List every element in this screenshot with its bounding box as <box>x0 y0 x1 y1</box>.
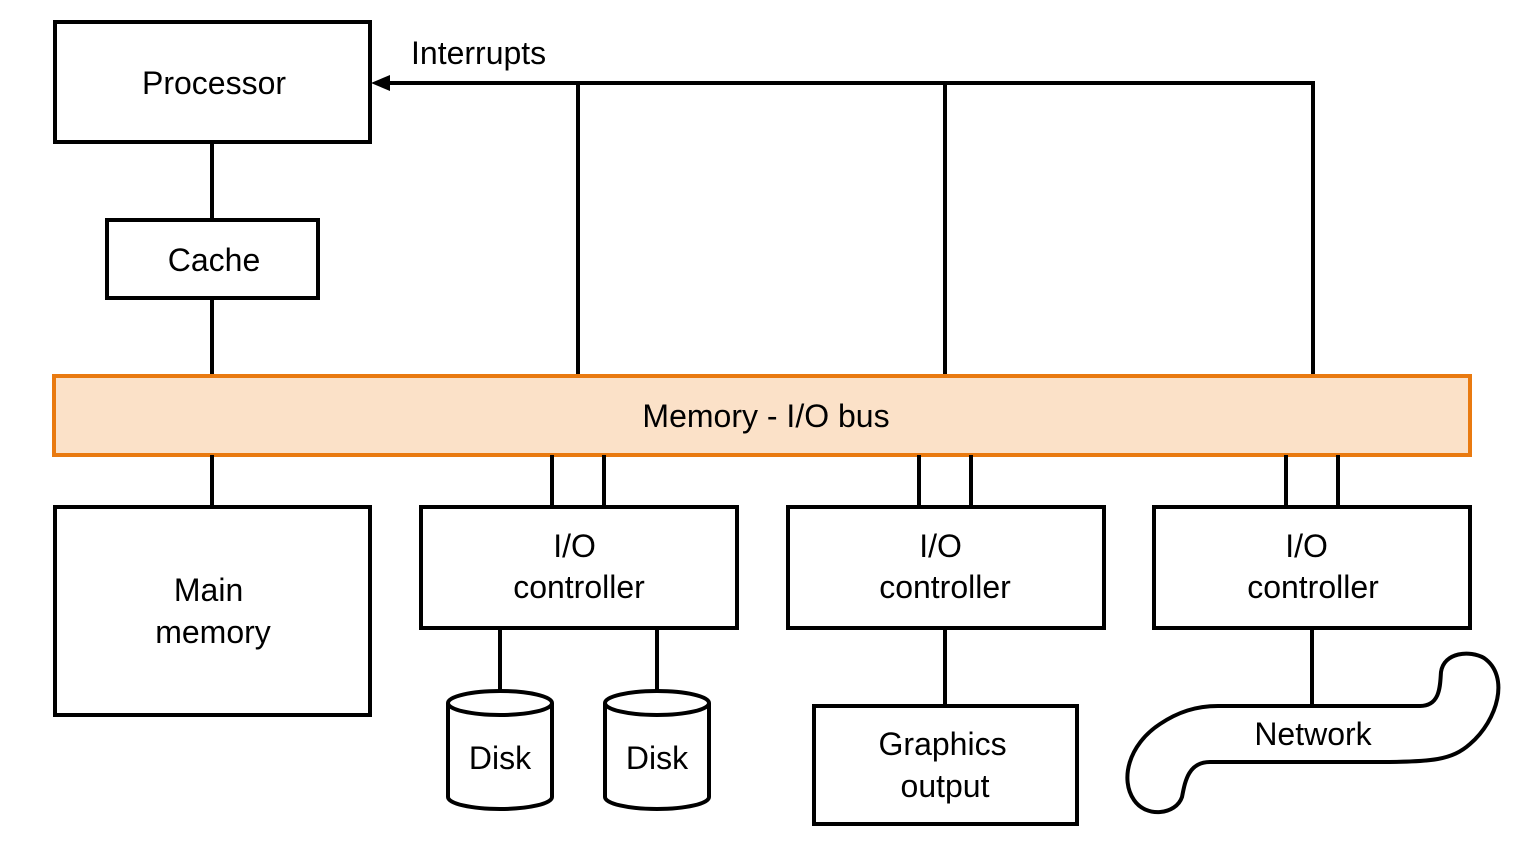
graphics-output-line-1: Graphics <box>879 726 1007 762</box>
disk-1-cylinder-icon <box>446 689 554 811</box>
io-controller-1 <box>419 505 739 630</box>
cache-label: Cache <box>168 242 261 278</box>
cache-box <box>105 218 320 300</box>
io-controller-3-line-2: controller <box>1247 569 1379 605</box>
io-controller-3-label: I/O controller <box>1247 528 1379 605</box>
io-controller-2-line-2: controller <box>879 569 1011 605</box>
interrupts-label: Interrupts <box>411 35 546 71</box>
io-controller-3-line-1: I/O <box>1285 528 1328 564</box>
main-memory-label: Main memory <box>155 572 271 650</box>
graphics-output-line-2: output <box>901 768 990 804</box>
main-memory-box <box>53 505 372 717</box>
network-label: Network <box>1254 716 1372 752</box>
interrupt-lines <box>371 75 1315 376</box>
main-memory-line-1: Main <box>174 572 243 608</box>
io-controller-1-line-1: I/O <box>553 528 596 564</box>
bus-label: Memory - I/O bus <box>642 398 889 434</box>
interrupt-arrowhead-icon <box>371 75 390 91</box>
interrupt-line <box>388 81 1315 376</box>
network-cloud-icon <box>1125 651 1501 815</box>
io-controller-3 <box>1152 505 1472 630</box>
io-controller-2 <box>786 505 1106 630</box>
io-controller-2-label: I/O controller <box>879 528 1011 605</box>
memory-io-bus <box>52 374 1472 457</box>
graphics-output-box <box>812 704 1079 826</box>
io-controller-1-line-2: controller <box>513 569 645 605</box>
io-controller-1-label: I/O controller <box>513 528 645 605</box>
io-controller-2-line-1: I/O <box>919 528 962 564</box>
disk-2-cylinder-icon <box>603 689 711 811</box>
main-memory-line-2: memory <box>155 614 271 650</box>
processor-box <box>53 20 372 144</box>
graphics-output-label: Graphics output <box>879 726 1016 804</box>
disk-1-label: Disk <box>469 740 532 776</box>
processor-label: Processor <box>142 65 286 101</box>
disk-2-label: Disk <box>626 740 689 776</box>
